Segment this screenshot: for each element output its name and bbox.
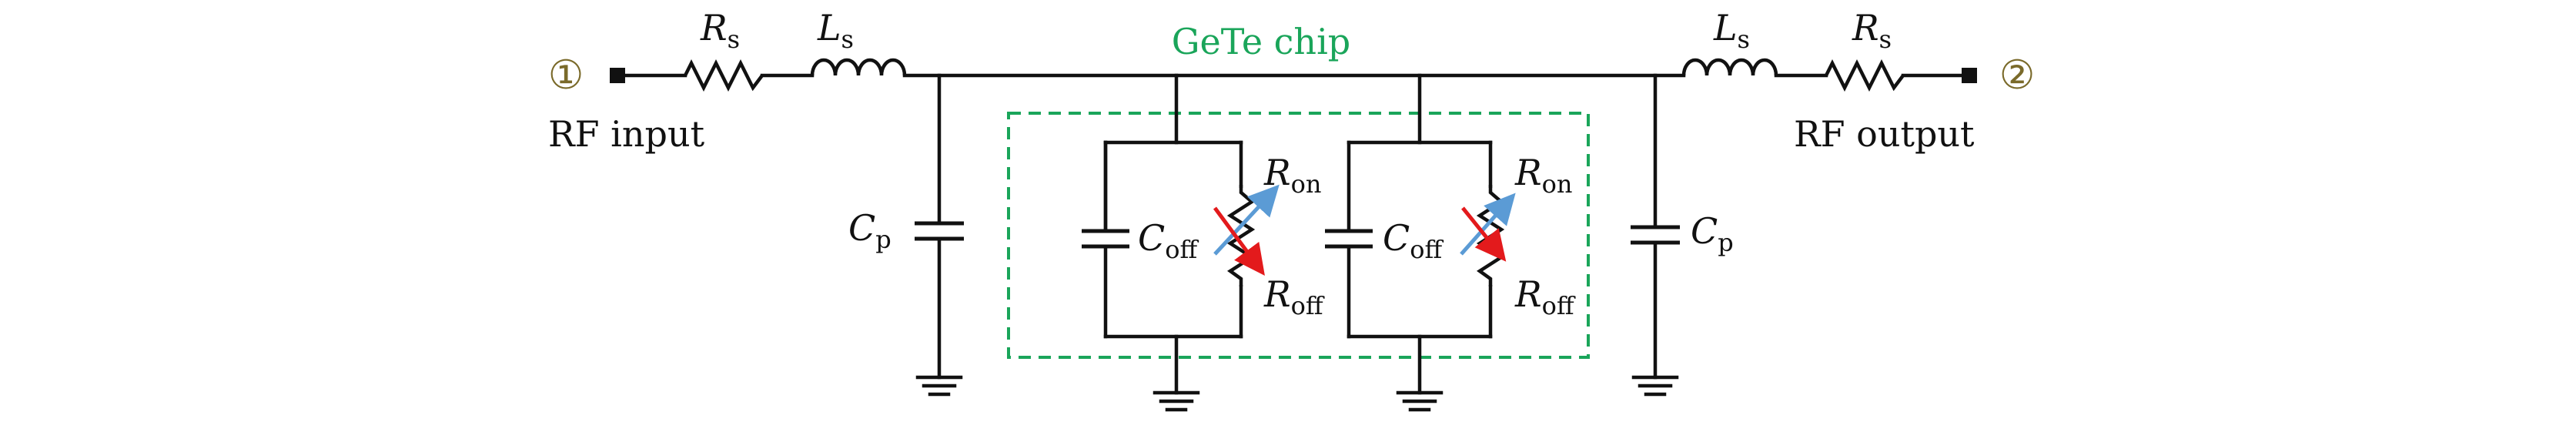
svg-text:Rs: Rs: [1852, 7, 1892, 54]
cell1-roff-subscript: off: [1291, 291, 1325, 320]
cell2-coff-subscript: off: [1410, 235, 1444, 264]
gete-chip: GeTe chip: [1007, 21, 1590, 359]
ground-icon: [1396, 390, 1444, 412]
svg-text:Cp: Cp: [1691, 210, 1734, 257]
right-cp-symbol: C: [1691, 210, 1718, 252]
resistor-icon: [1824, 59, 1905, 92]
ground-icon: [1631, 375, 1679, 397]
capacitor-icon: [915, 221, 964, 241]
cell1-roff-symbol: R: [1263, 273, 1291, 315]
svg-text:Coff: Coff: [1138, 217, 1199, 264]
variable-resistor-icon: [1460, 185, 1516, 286]
input-series-inductor: Ls: [810, 7, 907, 76]
ground-icon: [1153, 390, 1200, 412]
resistor-icon: [683, 59, 764, 92]
chip-label: GeTe chip: [1172, 21, 1350, 62]
switch-cell-2: Coff Ron Roff: [1325, 73, 1576, 412]
inductor-icon: [810, 58, 907, 76]
input-ls-symbol: L: [817, 7, 841, 49]
input-port-marker: ①: [548, 52, 584, 99]
input-rs-subscript: s: [728, 25, 740, 54]
cell2-coff-symbol: C: [1383, 217, 1410, 259]
svg-text:Ls: Ls: [817, 7, 854, 54]
svg-text:Ls: Ls: [1713, 7, 1750, 54]
left-cp-subscript: p: [875, 225, 891, 254]
svg-text:Coff: Coff: [1383, 217, 1444, 264]
capacitor-icon: [1631, 225, 1680, 245]
svg-text:Rs: Rs: [700, 7, 740, 54]
left-pad-capacitor: Cp: [848, 73, 964, 397]
cell1-ron-symbol: R: [1263, 152, 1291, 193]
right-pad-capacitor: Cp: [1631, 73, 1734, 397]
output-port-marker: ②: [1999, 52, 2036, 99]
right-cp-subscript: p: [1718, 228, 1733, 257]
input-rs-symbol: R: [700, 7, 728, 49]
switch-cell-1: Coff Ron Roff: [1082, 73, 1325, 412]
chip-boundary: [1007, 112, 1590, 359]
svg-text:Cp: Cp: [848, 207, 892, 254]
output-port: ② RF output: [1794, 52, 2035, 155]
output-terminal-icon: [1962, 68, 1977, 83]
svg-text:Ron: Ron: [1514, 152, 1573, 199]
cell1-ron-subscript: on: [1291, 169, 1322, 199]
output-series-resistor: Rs: [1824, 7, 1905, 92]
left-cp-symbol: C: [848, 207, 875, 249]
capacitor-icon: [1325, 229, 1373, 249]
variable-resistor-icon: [1213, 184, 1280, 286]
ground-icon: [915, 375, 963, 397]
svg-text:Roff: Roff: [1263, 273, 1325, 320]
input-port: ① RF input: [548, 52, 705, 155]
cell2-ron-subscript: on: [1542, 169, 1573, 199]
output-ls-symbol: L: [1713, 7, 1738, 49]
input-ls-subscript: s: [841, 25, 854, 54]
output-ls-subscript: s: [1738, 25, 1750, 54]
svg-text:Roff: Roff: [1514, 273, 1576, 320]
svg-text:Ron: Ron: [1263, 152, 1322, 199]
cell2-ron-symbol: R: [1514, 152, 1542, 193]
output-port-label: RF output: [1794, 113, 1975, 155]
capacitor-icon: [1082, 229, 1129, 249]
input-series-resistor: Rs: [683, 7, 764, 92]
input-terminal-icon: [610, 68, 625, 83]
cell1-coff-subscript: off: [1165, 235, 1199, 264]
input-port-label: RF input: [548, 113, 705, 155]
inductor-icon: [1681, 58, 1778, 76]
output-series-inductor: Ls: [1681, 7, 1778, 76]
cell2-roff-symbol: R: [1514, 273, 1542, 315]
cell2-roff-subscript: off: [1542, 291, 1576, 320]
output-rs-subscript: s: [1879, 25, 1892, 54]
cell1-coff-symbol: C: [1138, 217, 1165, 259]
output-rs-symbol: R: [1852, 7, 1879, 49]
